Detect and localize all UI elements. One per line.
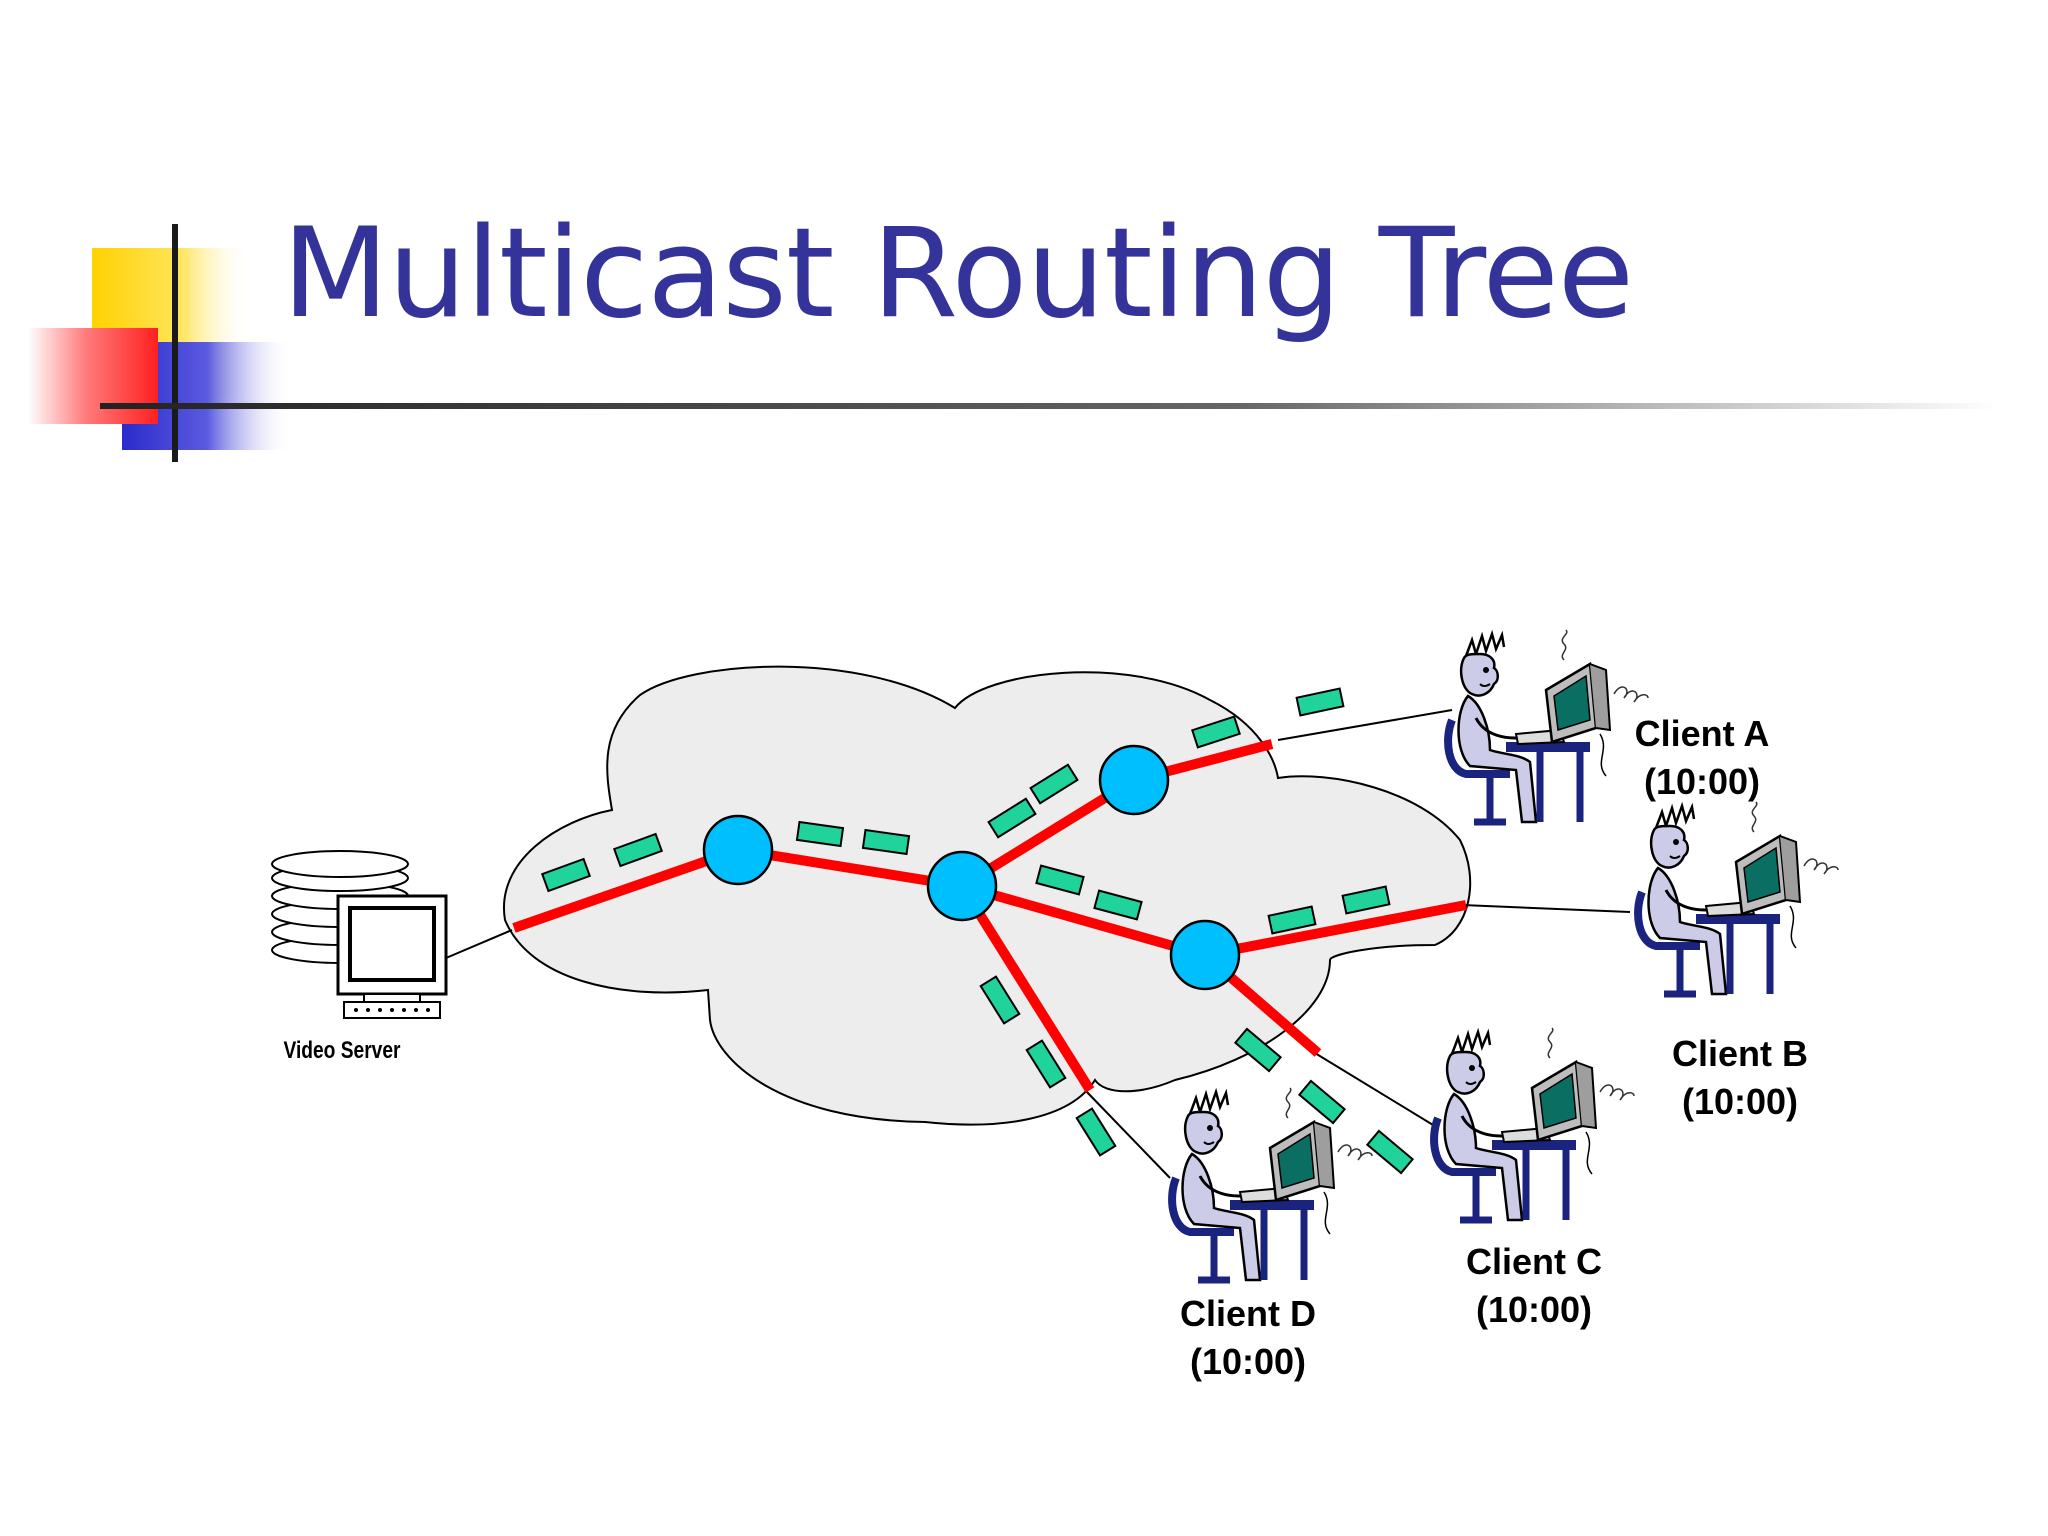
user-at-computer-icon (1638, 802, 1838, 994)
packet (1297, 1079, 1347, 1125)
packet (1093, 889, 1143, 921)
client-b-name: Client B (1672, 1033, 1808, 1074)
client-a: Client A (10:00) (1448, 630, 1769, 822)
packet (1267, 905, 1317, 935)
client-c-name: Client C (1466, 1241, 1602, 1282)
router-node (702, 814, 774, 886)
packet (795, 820, 845, 848)
router-node (1098, 744, 1170, 816)
router-node (1169, 919, 1241, 991)
packet (861, 828, 911, 856)
packet (612, 832, 664, 868)
client-b: Client B (10:00) (1638, 802, 1838, 1122)
user-at-computer-icon (1448, 630, 1648, 822)
client-d: Client D (10:00) (1172, 1088, 1372, 1382)
access-link-client-a (1277, 709, 1453, 741)
client-a-name: Client A (1635, 713, 1770, 754)
tree-link-r4-client-b (1204, 900, 1467, 960)
packet (1029, 763, 1079, 805)
packet (987, 797, 1037, 839)
packet (1075, 1107, 1117, 1157)
client-c: Client C (10:00) (1434, 1028, 1634, 1330)
client-d-name: Client D (1180, 1293, 1316, 1334)
tree-link-r2-client-d (957, 883, 1095, 1093)
tree-link-r1-r2 (737, 845, 963, 891)
packet (1191, 715, 1241, 749)
video-server-icon: Video Server (271, 850, 448, 1064)
packet (1035, 864, 1085, 896)
packet (1295, 687, 1345, 717)
user-at-computer-icon (1434, 1028, 1634, 1220)
packet (540, 857, 592, 893)
client-b-time: (10:00) (1682, 1081, 1798, 1122)
client-a-time: (10:00) (1644, 761, 1760, 802)
client-c-time: (10:00) (1476, 1289, 1592, 1330)
tree-link-r2-r4 (960, 881, 1207, 960)
router-node (926, 850, 998, 922)
user-at-computer-icon (1172, 1088, 1372, 1280)
packet (979, 975, 1021, 1025)
packet (1025, 1039, 1067, 1089)
tree-link-ingress (512, 845, 740, 933)
packet (1233, 1027, 1283, 1073)
slide-title: Multicast Routing Tree (282, 202, 1634, 346)
access-link-server (445, 929, 513, 959)
client-d-time: (10:00) (1190, 1341, 1306, 1382)
packet (1341, 885, 1391, 915)
video-server-label: Video Server (284, 1036, 401, 1064)
packets (540, 687, 1415, 1175)
access-link-client-d (1084, 1089, 1171, 1179)
access-link-client-b (1461, 904, 1631, 913)
routers (702, 744, 1241, 991)
packet (1365, 1129, 1415, 1175)
access-link-client-c (1309, 1049, 1439, 1129)
